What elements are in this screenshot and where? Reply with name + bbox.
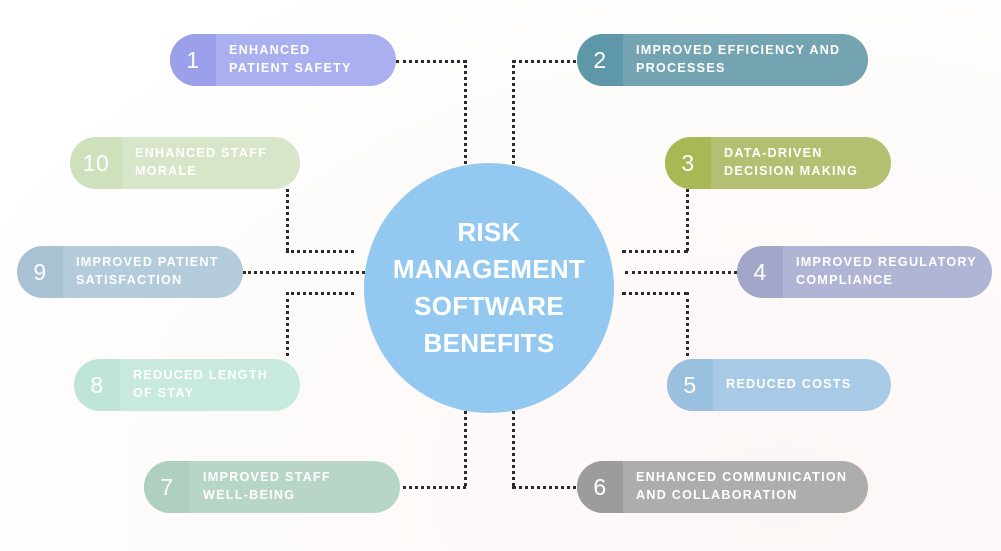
benefit-label-4: IMPROVED REGULATORY COMPLIANCE <box>796 255 977 287</box>
connector-9-horizontal <box>243 271 365 274</box>
benefit-label-3: DATA-DRIVEN DECISION MAKING <box>724 146 859 178</box>
benefit-number-9: 9 <box>17 246 63 298</box>
benefit-number-3: 3 <box>665 137 711 189</box>
center-title: RISK MANAGEMENT SOFTWARE BENEFITS <box>392 217 586 358</box>
connector-5-horizontal <box>622 292 688 295</box>
benefit-number-6: 6 <box>577 461 623 513</box>
benefit-item-3[interactable]: 3 DATA-DRIVEN DECISION MAKING <box>665 137 891 189</box>
benefit-label-2: IMPROVED EFFICIENCY AND PROCESSES <box>636 43 841 75</box>
benefit-label-10: ENHANCED STAFF MORALE <box>135 146 268 178</box>
benefit-number-5: 5 <box>667 359 713 411</box>
connector-10-vertical <box>286 189 289 251</box>
benefit-label-9: IMPROVED PATIENT SATISFACTION <box>76 255 219 287</box>
benefit-label-6: ENHANCED COMMUNICATION AND COLLABORATION <box>636 470 848 502</box>
benefit-item-6[interactable]: 6 ENHANCED COMMUNICATION AND COLLABORATI… <box>577 461 868 513</box>
connector-6-vertical <box>512 404 515 486</box>
benefit-item-2[interactable]: 2 IMPROVED EFFICIENCY AND PROCESSES <box>577 34 868 86</box>
connector-2-horizontal <box>512 60 584 63</box>
benefit-item-1[interactable]: 1 ENHANCED PATIENT SAFETY <box>170 34 396 86</box>
benefit-label-8: REDUCED LENGTH OF STAY <box>133 368 269 400</box>
connector-7-vertical <box>464 404 467 486</box>
benefit-label-5: REDUCED COSTS <box>726 377 852 392</box>
benefit-item-10[interactable]: 10 ENHANCED STAFF MORALE <box>70 137 300 189</box>
connector-5-vertical <box>686 292 689 356</box>
connector-8-vertical <box>286 292 289 356</box>
benefit-number-2: 2 <box>577 34 623 86</box>
benefit-number-8: 8 <box>74 359 120 411</box>
benefit-item-4[interactable]: 4 IMPROVED REGULATORY COMPLIANCE <box>737 246 992 298</box>
connector-1-horizontal <box>396 60 466 63</box>
benefit-item-5[interactable]: 5 REDUCED COSTS <box>667 359 891 411</box>
connector-3-vertical <box>686 189 689 251</box>
benefit-label-1: ENHANCED PATIENT SAFETY <box>229 43 352 75</box>
benefit-number-1: 1 <box>170 34 216 86</box>
benefit-number-4: 4 <box>737 246 783 298</box>
benefit-item-7[interactable]: 7 IMPROVED STAFF WELL-BEING <box>144 461 400 513</box>
connector-8-horizontal <box>286 292 354 295</box>
benefit-item-9[interactable]: 9 IMPROVED PATIENT SATISFACTION <box>17 246 243 298</box>
connector-3-horizontal <box>622 250 688 253</box>
connector-2-vertical <box>512 60 515 170</box>
benefit-number-7: 7 <box>144 461 190 513</box>
connector-10-horizontal <box>286 250 354 253</box>
benefit-label-7: IMPROVED STAFF WELL-BEING <box>203 470 331 502</box>
connector-7-horizontal <box>396 486 466 489</box>
connector-1-vertical <box>464 60 467 170</box>
center-node: RISK MANAGEMENT SOFTWARE BENEFITS <box>364 163 614 413</box>
benefit-item-8[interactable]: 8 REDUCED LENGTH OF STAY <box>74 359 300 411</box>
benefit-number-10: 10 <box>70 137 122 189</box>
connector-4-horizontal <box>625 271 737 274</box>
connector-6-horizontal <box>512 486 584 489</box>
